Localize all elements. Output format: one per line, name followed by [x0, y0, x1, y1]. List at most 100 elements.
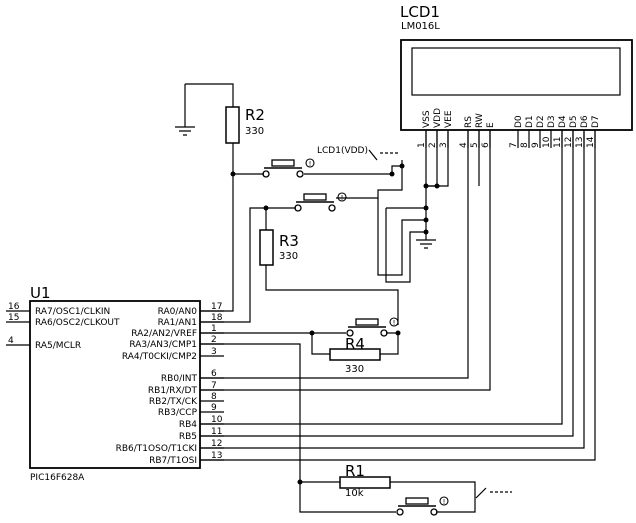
junction: [309, 330, 315, 336]
ground-symbol-r2: [175, 84, 195, 136]
reset-supply-arrow: [475, 487, 487, 499]
junction: [297, 479, 303, 485]
switch-indicator-icon: [305, 158, 315, 168]
switch-contact: [396, 508, 404, 516]
junctions: [230, 163, 440, 485]
junction: [399, 163, 405, 169]
mcu-pin-number: 7: [211, 381, 217, 391]
lcd-pin-number: 4: [459, 142, 469, 148]
lcd-pin-name: VDD: [433, 108, 443, 128]
mcu-pin-name: RA1/AN1: [158, 318, 197, 328]
wire-ra3: [200, 343, 476, 513]
r4-value: 330: [345, 364, 364, 375]
junction: [230, 171, 236, 177]
lcd-pin-number: 8: [520, 142, 530, 148]
wire-r3: [265, 208, 399, 325]
push-buttons: !!!!: [262, 158, 449, 516]
junction: [389, 171, 395, 177]
wiring: [200, 130, 596, 513]
switch-contact: [346, 329, 354, 337]
junction: [263, 205, 269, 211]
wire-lcd-gnd-loop: [377, 198, 426, 276]
switch-cap: [271, 159, 295, 167]
r3-group: R3 330: [259, 229, 299, 266]
mcu-pin-name: RA4/T0CKI/CMP2: [122, 352, 197, 362]
mcu-ref: U1: [30, 284, 51, 302]
lcd-pin-number: 11: [553, 137, 563, 148]
lcd-supply-label: LCD1(VDD): [317, 146, 368, 156]
mcu-pin-number: 1: [211, 324, 217, 334]
lcd-pin-number: 12: [564, 137, 574, 148]
lcd-pin-number: 6: [481, 142, 491, 148]
wire-rs: [200, 130, 469, 379]
mcu-pin-name: RA3/AN3/CMP1: [129, 340, 197, 350]
lcd-pin-number: 3: [439, 142, 449, 148]
lcd-screen: [411, 47, 621, 96]
lcd-pin-name: VEE: [444, 110, 454, 128]
lcd-pin-number: 14: [586, 136, 596, 148]
switch-mark: !: [443, 498, 446, 506]
r2-value: 330: [245, 126, 264, 137]
junction: [423, 229, 429, 235]
mcu-part: PIC16F628A: [30, 473, 85, 483]
mcu-pin-name: RA6/OSC2/CLKOUT: [35, 318, 120, 328]
mcu-pin-name: RB3/CCP: [158, 408, 198, 418]
mcu-pin-number: 11: [211, 427, 222, 437]
wire-ra2: [200, 332, 399, 355]
mcu-pin-name: RA2/AN2/VREF: [131, 329, 197, 339]
mcu-pin-number: 4: [8, 336, 14, 346]
mcu-pin-name: RB6/T1OSO/T1CKI: [116, 444, 197, 454]
switch-cap: [355, 318, 379, 326]
lcd-pin-name: D5: [569, 115, 579, 128]
mcu-pin-name: RB7/T1OSI: [149, 456, 197, 466]
switch-contact: [296, 170, 304, 178]
junction: [434, 183, 440, 189]
junction: [423, 217, 429, 223]
mcu-pin-number: 15: [8, 313, 19, 323]
mcu-right-pins: 17RA0/AN018RA1/AN11RA2/AN2/VREF2RA3/AN3/…: [116, 302, 224, 466]
push-button-2[interactable]: !: [294, 192, 347, 212]
wire-e: [200, 130, 491, 391]
wire-d4: [200, 130, 563, 425]
mcu-pin-number: 13: [211, 451, 222, 461]
push-button-3[interactable]: !: [346, 317, 399, 337]
mcu-pin-number: 18: [211, 313, 223, 323]
lcd-module: LCD1 LM016L VSS1VDD2VEE3RS4RW5E6D07D18D2…: [400, 3, 633, 148]
wire-ra0: [200, 174, 234, 312]
lcd-part: LM016L: [401, 21, 440, 32]
mcu-pin-number: 9: [211, 403, 217, 413]
lcd-pin-number: 1: [417, 142, 427, 148]
lcd-ref: LCD1: [400, 3, 440, 21]
mcu-pin-number: 16: [8, 302, 20, 312]
lcd-pin-name: D0: [514, 115, 524, 128]
lcd-pin-name: D4: [558, 115, 568, 128]
mcu-body: [29, 300, 201, 469]
lcd-pin-name: D7: [591, 115, 601, 128]
wire-vee: [426, 130, 449, 187]
wire-lcd-ground-loop2: [385, 208, 426, 283]
switch-mark: !: [309, 160, 312, 168]
junction: [423, 183, 429, 189]
wire-vss: [425, 130, 440, 208]
lcd-pin-number: 2: [428, 142, 438, 148]
push-button-reset[interactable]: !: [396, 496, 449, 516]
wire-reset: [436, 498, 476, 513]
r1-ref: R1: [345, 462, 365, 480]
r3-body: [259, 229, 274, 266]
lcd-pin-name: D3: [547, 115, 557, 128]
mcu-pin-number: 8: [211, 392, 217, 402]
lcd-pin-name: E: [486, 122, 496, 128]
push-button-1[interactable]: !: [262, 158, 315, 178]
r4-group: R4 330: [329, 335, 381, 375]
r1-value: 10k: [345, 488, 364, 499]
switch-indicator-icon: [439, 496, 449, 506]
lcd-pin-number: 13: [575, 137, 585, 148]
mcu-pin-number: 17: [211, 302, 222, 312]
wire-sw2-to-supply: [336, 166, 403, 199]
mcu-pin-name: RB4: [179, 420, 197, 430]
ground-symbol-lcd: [416, 208, 436, 249]
r2-ref: R2: [245, 106, 265, 124]
r4-ref: R4: [345, 335, 365, 353]
